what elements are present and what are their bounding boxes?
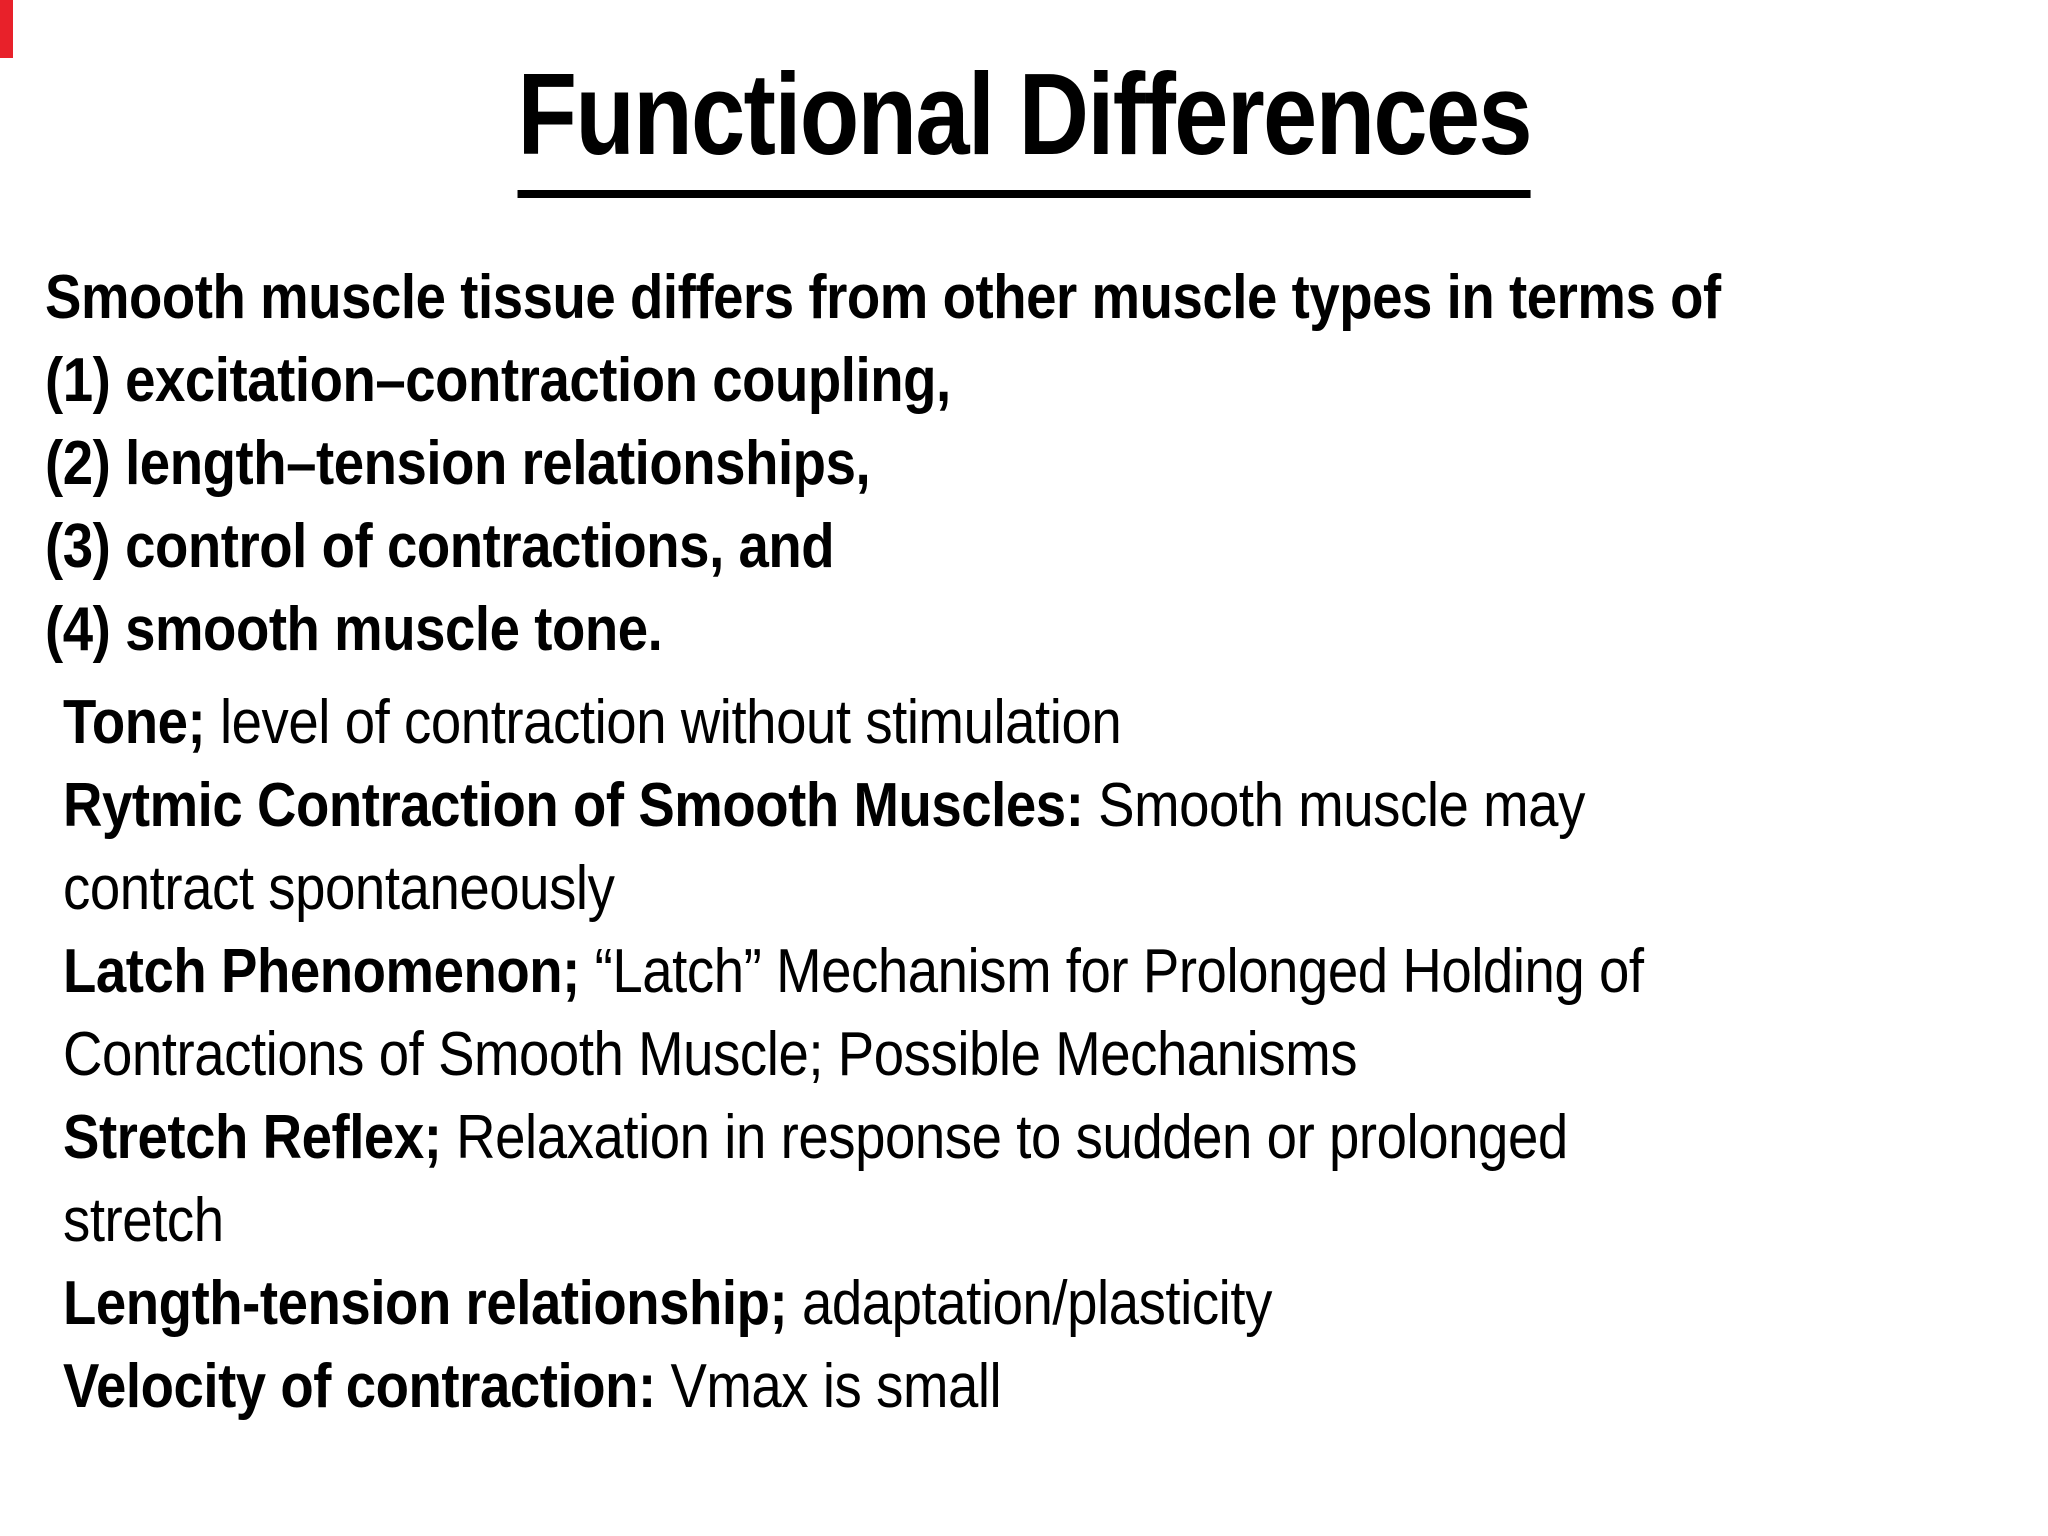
intro-paragraph: Smooth muscle tissue differs from other … xyxy=(45,256,1808,671)
red-marker xyxy=(0,0,13,58)
definition-line: Tone; level of contraction without stimu… xyxy=(63,681,1810,764)
definition-term: Length-tension relationship; xyxy=(63,1268,788,1338)
definition-text: contract spontaneously xyxy=(63,853,615,923)
definition-term: Stretch Reflex; xyxy=(63,1102,442,1172)
intro-line: (3) control of contractions, and xyxy=(45,511,835,581)
intro-line: (2) length–tension relationships, xyxy=(45,428,871,498)
definition-term: Rytmic Contraction of Smooth Muscles: xyxy=(63,770,1084,840)
intro-line: Smooth muscle tissue differs from other … xyxy=(45,262,1721,332)
definition-line: Length-tension relationship; adaptation/… xyxy=(63,1262,1810,1345)
page-title: Functional Differences xyxy=(0,0,2048,198)
definition-line: Rytmic Contraction of Smooth Muscles: Sm… xyxy=(63,764,1810,847)
definition-text: adaptation/plasticity xyxy=(787,1268,1272,1338)
definition-text: Smooth muscle may xyxy=(1083,770,1585,840)
definition-line: stretch xyxy=(63,1179,1810,1262)
definition-line: Stretch Reflex; Relaxation in response t… xyxy=(63,1096,1810,1179)
intro-line: (1) excitation–contraction coupling, xyxy=(45,345,951,415)
definition-line: Latch Phenomenon; “Latch” Mechanism for … xyxy=(63,930,1810,1013)
definition-text: stretch xyxy=(63,1185,224,1255)
definition-term: Tone; xyxy=(63,687,206,757)
definition-line: contract spontaneously xyxy=(63,847,1810,930)
definition-text: level of contraction without stimulation xyxy=(205,687,1122,757)
intro-line: (4) smooth muscle tone. xyxy=(45,594,663,664)
definition-line: Velocity of contraction: Vmax is small xyxy=(63,1345,1810,1428)
definition-line: Contractions of Smooth Muscle; Possible … xyxy=(63,1013,1810,1096)
definitions-block: Tone; level of contraction without stimu… xyxy=(63,681,1810,1428)
definition-text: Contractions of Smooth Muscle; Possible … xyxy=(63,1019,1358,1089)
definition-text: Relaxation in response to sudden or prol… xyxy=(441,1102,1568,1172)
page-title-text: Functional Differences xyxy=(517,49,1532,198)
definition-text: Vmax is small xyxy=(655,1351,1002,1421)
definition-term: Latch Phenomenon; xyxy=(63,936,580,1006)
definition-term: Velocity of contraction: xyxy=(63,1351,656,1421)
definition-text: “Latch” Mechanism for Prolonged Holding … xyxy=(579,936,1644,1006)
